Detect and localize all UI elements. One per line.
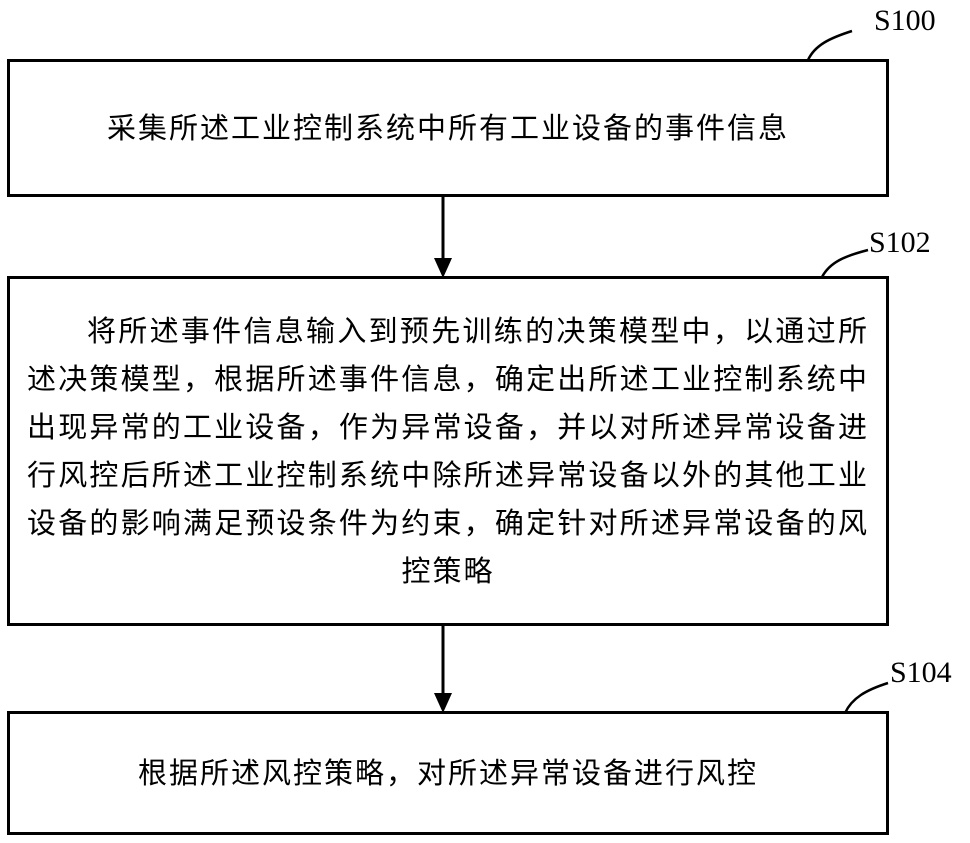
step-label-s102: S102 bbox=[869, 226, 931, 259]
step-box-s104: 根据所述风控策略，对所述异常设备进行风控 bbox=[7, 711, 889, 835]
leader-s100 bbox=[806, 29, 853, 61]
step-box-s100: 采集所述工业控制系统中所有工业设备的事件信息 bbox=[7, 59, 889, 197]
step-text-s100: 采集所述工业控制系统中所有工业设备的事件信息 bbox=[106, 111, 789, 145]
leader-s104 bbox=[843, 681, 889, 714]
step-text-s102: 将所述事件信息输入到预先训练的决策模型中，以通过所述决策模型，根据所述事件信息，… bbox=[27, 314, 869, 588]
step-text-s104: 根据所述风控策略，对所述异常设备进行风控 bbox=[137, 756, 758, 790]
leader-s102 bbox=[820, 248, 869, 278]
arrow-s100-to-s102-head bbox=[434, 258, 452, 278]
step-label-s100: S100 bbox=[874, 4, 936, 37]
step-label-s104: S104 bbox=[890, 656, 952, 689]
step-box-s102: 将所述事件信息输入到预先训练的决策模型中，以通过所述决策模型，根据所述事件信息，… bbox=[7, 276, 889, 626]
arrow-s102-to-s104-head bbox=[434, 693, 452, 713]
